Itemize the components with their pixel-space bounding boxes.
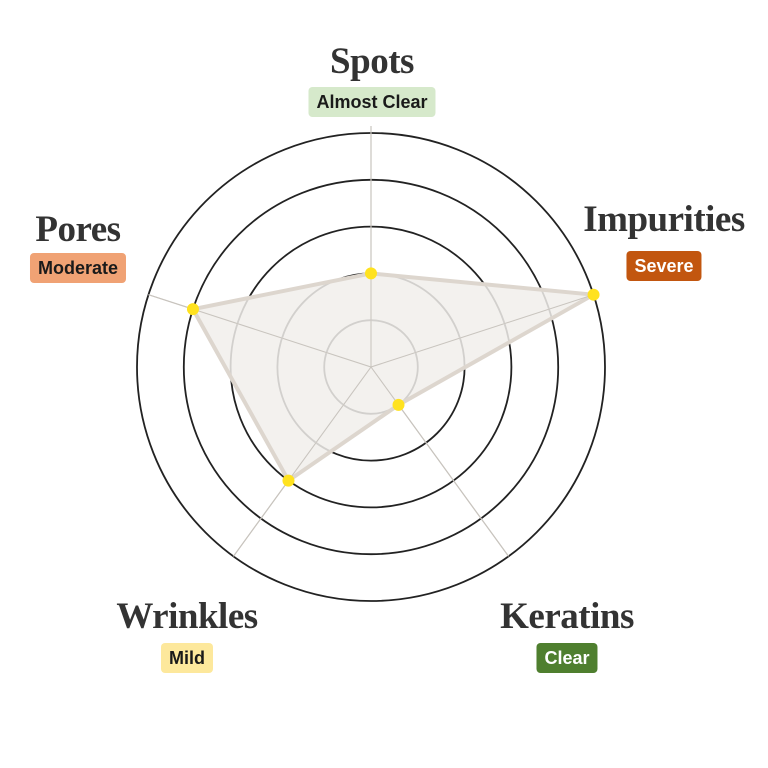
data-point-impurities <box>587 288 600 301</box>
data-area <box>190 271 596 483</box>
axis-label-spots: Spots <box>330 41 414 82</box>
data-point-wrinkles <box>282 474 295 487</box>
spoke-overlay-impurities <box>370 294 594 368</box>
data-point-spots <box>365 267 377 280</box>
spoke-overlay-keratins <box>370 366 509 557</box>
data-point-pores <box>186 303 199 316</box>
severity-badge-wrinkles: Mild <box>161 643 213 673</box>
spoke-overlay-pores <box>148 294 372 368</box>
axis-label-pores: Pores <box>35 209 121 250</box>
severity-badge-spots: Almost Clear <box>308 87 436 117</box>
severity-badge-keratins: Clear <box>536 643 598 673</box>
axis-label-impurities: Impurities <box>583 199 745 240</box>
axis-label-keratins: Keratins <box>500 596 634 637</box>
spoke-overlay-wrinkles <box>233 366 372 557</box>
severity-badge-impurities: Severe <box>626 251 702 281</box>
axis-label-wrinkles: Wrinkles <box>116 596 258 637</box>
data-point-keratins <box>392 398 405 411</box>
severity-badge-pores: Moderate <box>29 253 127 283</box>
